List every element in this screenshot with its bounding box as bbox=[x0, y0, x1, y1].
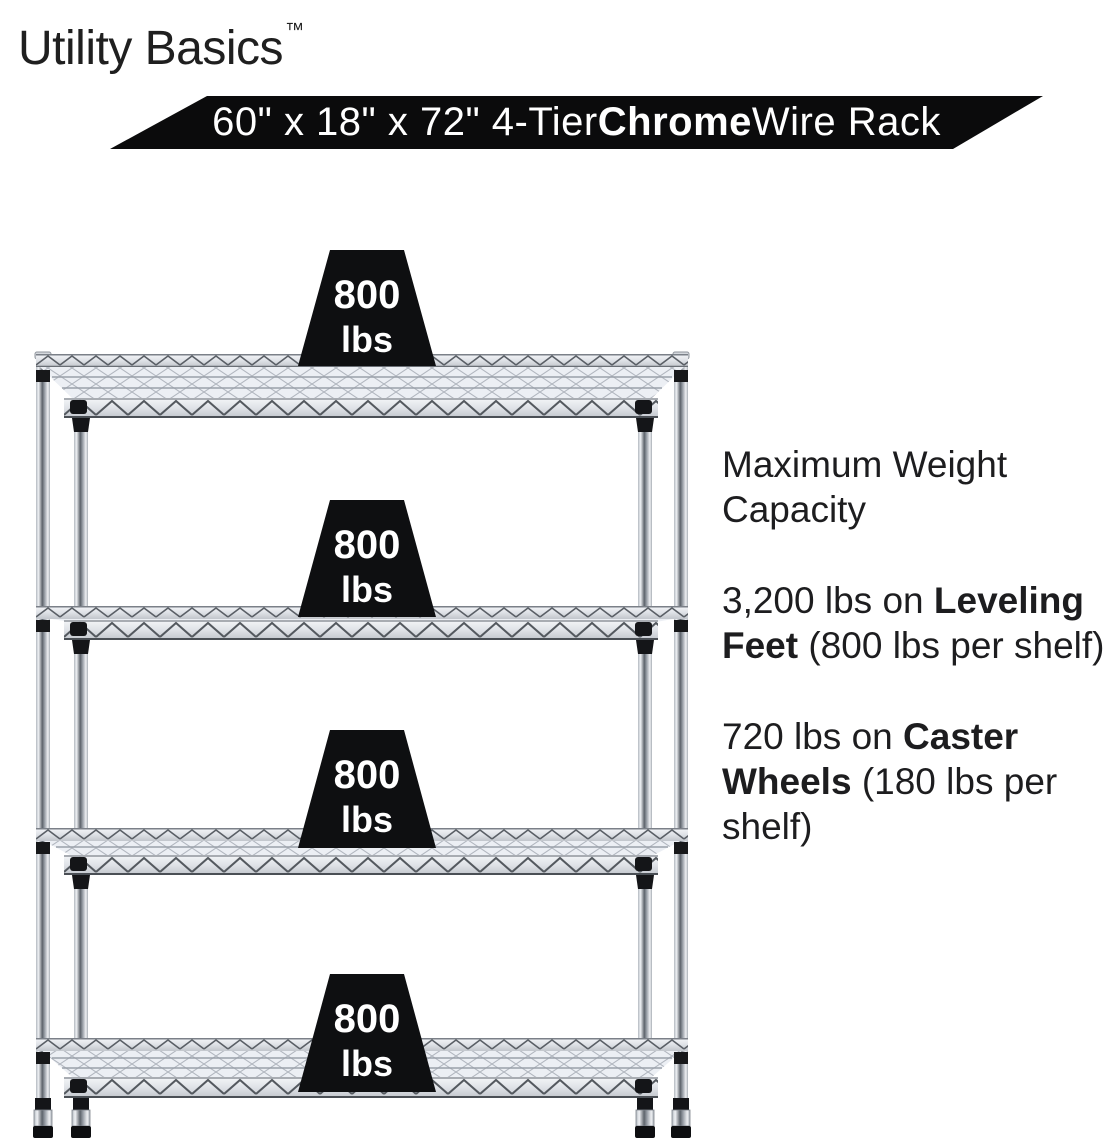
weight-badge-4: 800 lbs bbox=[298, 974, 436, 1092]
brand-name: Utility Basics bbox=[18, 22, 284, 75]
weight-badge-1: 800 lbs bbox=[298, 250, 436, 366]
leveling-feet-capacity: 3,200 lbs on Leveling Feet (800 lbs per … bbox=[722, 580, 1105, 666]
rack-back-posts bbox=[34, 351, 690, 1138]
leveling-feet bbox=[33, 1098, 691, 1138]
banner-text-pre: 60" x 18" x 72" 4-Tier bbox=[212, 100, 598, 144]
banner-text-post: Wire Rack bbox=[751, 100, 941, 144]
badge-unit: lbs bbox=[341, 1043, 393, 1084]
trademark-symbol: ™ bbox=[285, 20, 304, 41]
badge-value: 800 bbox=[334, 997, 401, 1041]
title-banner: 60" x 18" x 72" 4-Tier Chrome Wire Rack bbox=[110, 96, 1043, 149]
rack-front-posts bbox=[74, 396, 652, 1138]
badge-unit: lbs bbox=[341, 799, 393, 840]
badge-value: 800 bbox=[334, 753, 401, 797]
weight-badge-2: 800 lbs bbox=[298, 500, 436, 617]
badge-value: 800 bbox=[334, 523, 401, 567]
weight-badge-3: 800 lbs bbox=[298, 730, 436, 848]
capacity-info: Maximum Weight Capacity 3,200 lbs on Lev… bbox=[722, 442, 1120, 895]
caster-wheels-capacity: 720 lbs on Caster Wheels (180 lbs per sh… bbox=[722, 716, 1058, 847]
badge-value: 800 bbox=[334, 273, 401, 317]
badge-unit: lbs bbox=[341, 319, 393, 360]
banner-text-bold: Chrome bbox=[597, 100, 752, 144]
capacity-heading: Maximum Weight Capacity bbox=[722, 444, 1008, 530]
badge-unit: lbs bbox=[341, 569, 393, 610]
